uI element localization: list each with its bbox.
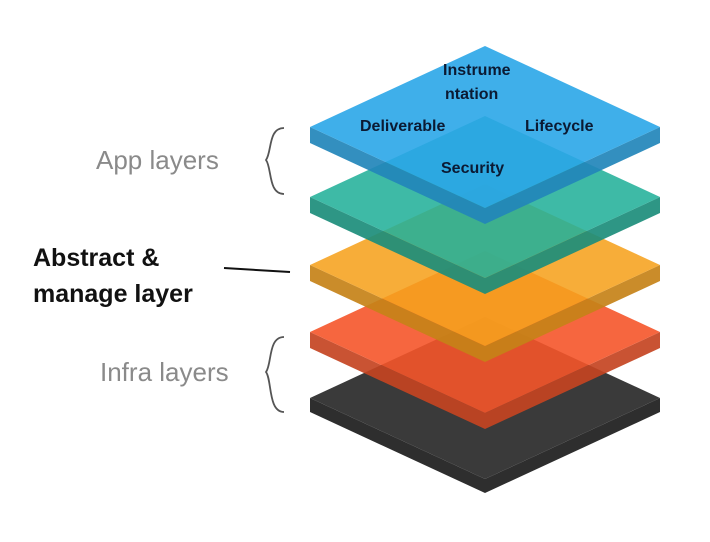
abstract-label-line1: Abstract & [33, 244, 160, 272]
instrumentation-label-line2: ntation [445, 86, 499, 103]
infra-layers-brace [264, 336, 285, 413]
infra-layers-label: Infra layers [100, 357, 229, 387]
app-layers-brace [264, 127, 285, 195]
instrumentation-label-line1: Instrume [443, 62, 511, 79]
app-top-layer-top [310, 46, 660, 208]
lifecycle-label: Lifecycle [525, 118, 594, 135]
abstract-label-line2: manage layer [33, 280, 193, 308]
deliverable-label: Deliverable [360, 118, 446, 135]
security-label: Security [441, 160, 505, 177]
app-layers-label: App layers [96, 145, 219, 175]
app-top-layer [310, 46, 660, 224]
abstract-connector-line [223, 267, 291, 273]
